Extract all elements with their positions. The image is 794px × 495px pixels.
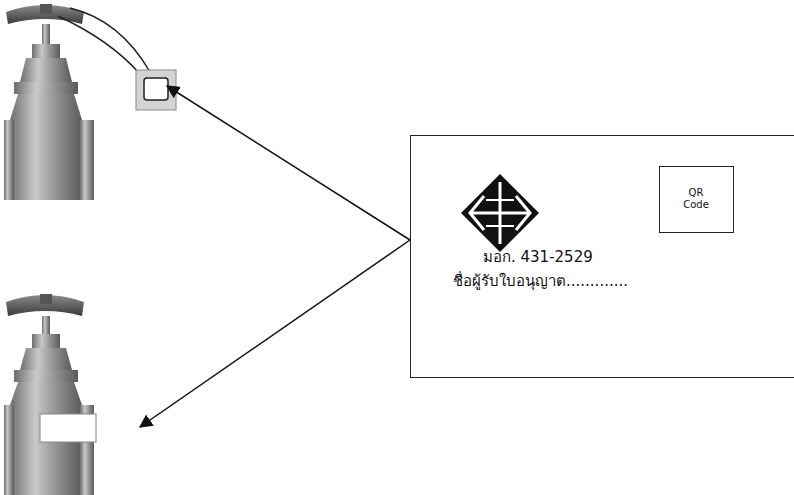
tag-label <box>144 78 168 100</box>
wheel-nut <box>40 294 52 304</box>
tisi-logo <box>461 174 539 252</box>
bonnet <box>20 58 72 82</box>
valve-stem <box>42 316 50 336</box>
logo-line <box>486 200 514 226</box>
handwheel <box>6 295 84 316</box>
label-panel: มอก. 431-2529 ชื่อผู้รับใบอนุญาต.........… <box>410 135 794 378</box>
wheel-nut <box>40 4 52 14</box>
bonnet-ring <box>14 82 78 94</box>
valve-body <box>10 94 82 200</box>
qr-code-box: QR Code <box>659 166 734 233</box>
end-port <box>80 120 94 200</box>
tag-wire <box>70 8 150 72</box>
licensee-name: ชื่อผู้รับใบอนุญาต............. <box>453 272 628 290</box>
gate-valve <box>4 4 176 200</box>
bonnet <box>20 348 72 370</box>
end-port <box>4 120 14 200</box>
gland-nut <box>32 44 60 58</box>
gland-nut <box>32 334 60 348</box>
qr-placeholder: QR Code <box>679 187 713 212</box>
hang-tag <box>136 70 176 110</box>
gate-valve <box>4 294 96 495</box>
leader-arrow <box>140 240 410 427</box>
logo-diamond <box>461 174 539 252</box>
bonnet-ring <box>14 370 78 382</box>
tag-wire <box>58 16 140 74</box>
logo-line <box>470 212 530 215</box>
standard-number: มอก. 431-2529 <box>483 248 593 266</box>
end-port <box>4 405 14 495</box>
body-label <box>40 414 96 442</box>
valve-stem <box>42 24 50 46</box>
logo-arrow <box>470 196 484 230</box>
logo-arrow <box>516 196 530 230</box>
leader-arrow <box>167 86 410 240</box>
